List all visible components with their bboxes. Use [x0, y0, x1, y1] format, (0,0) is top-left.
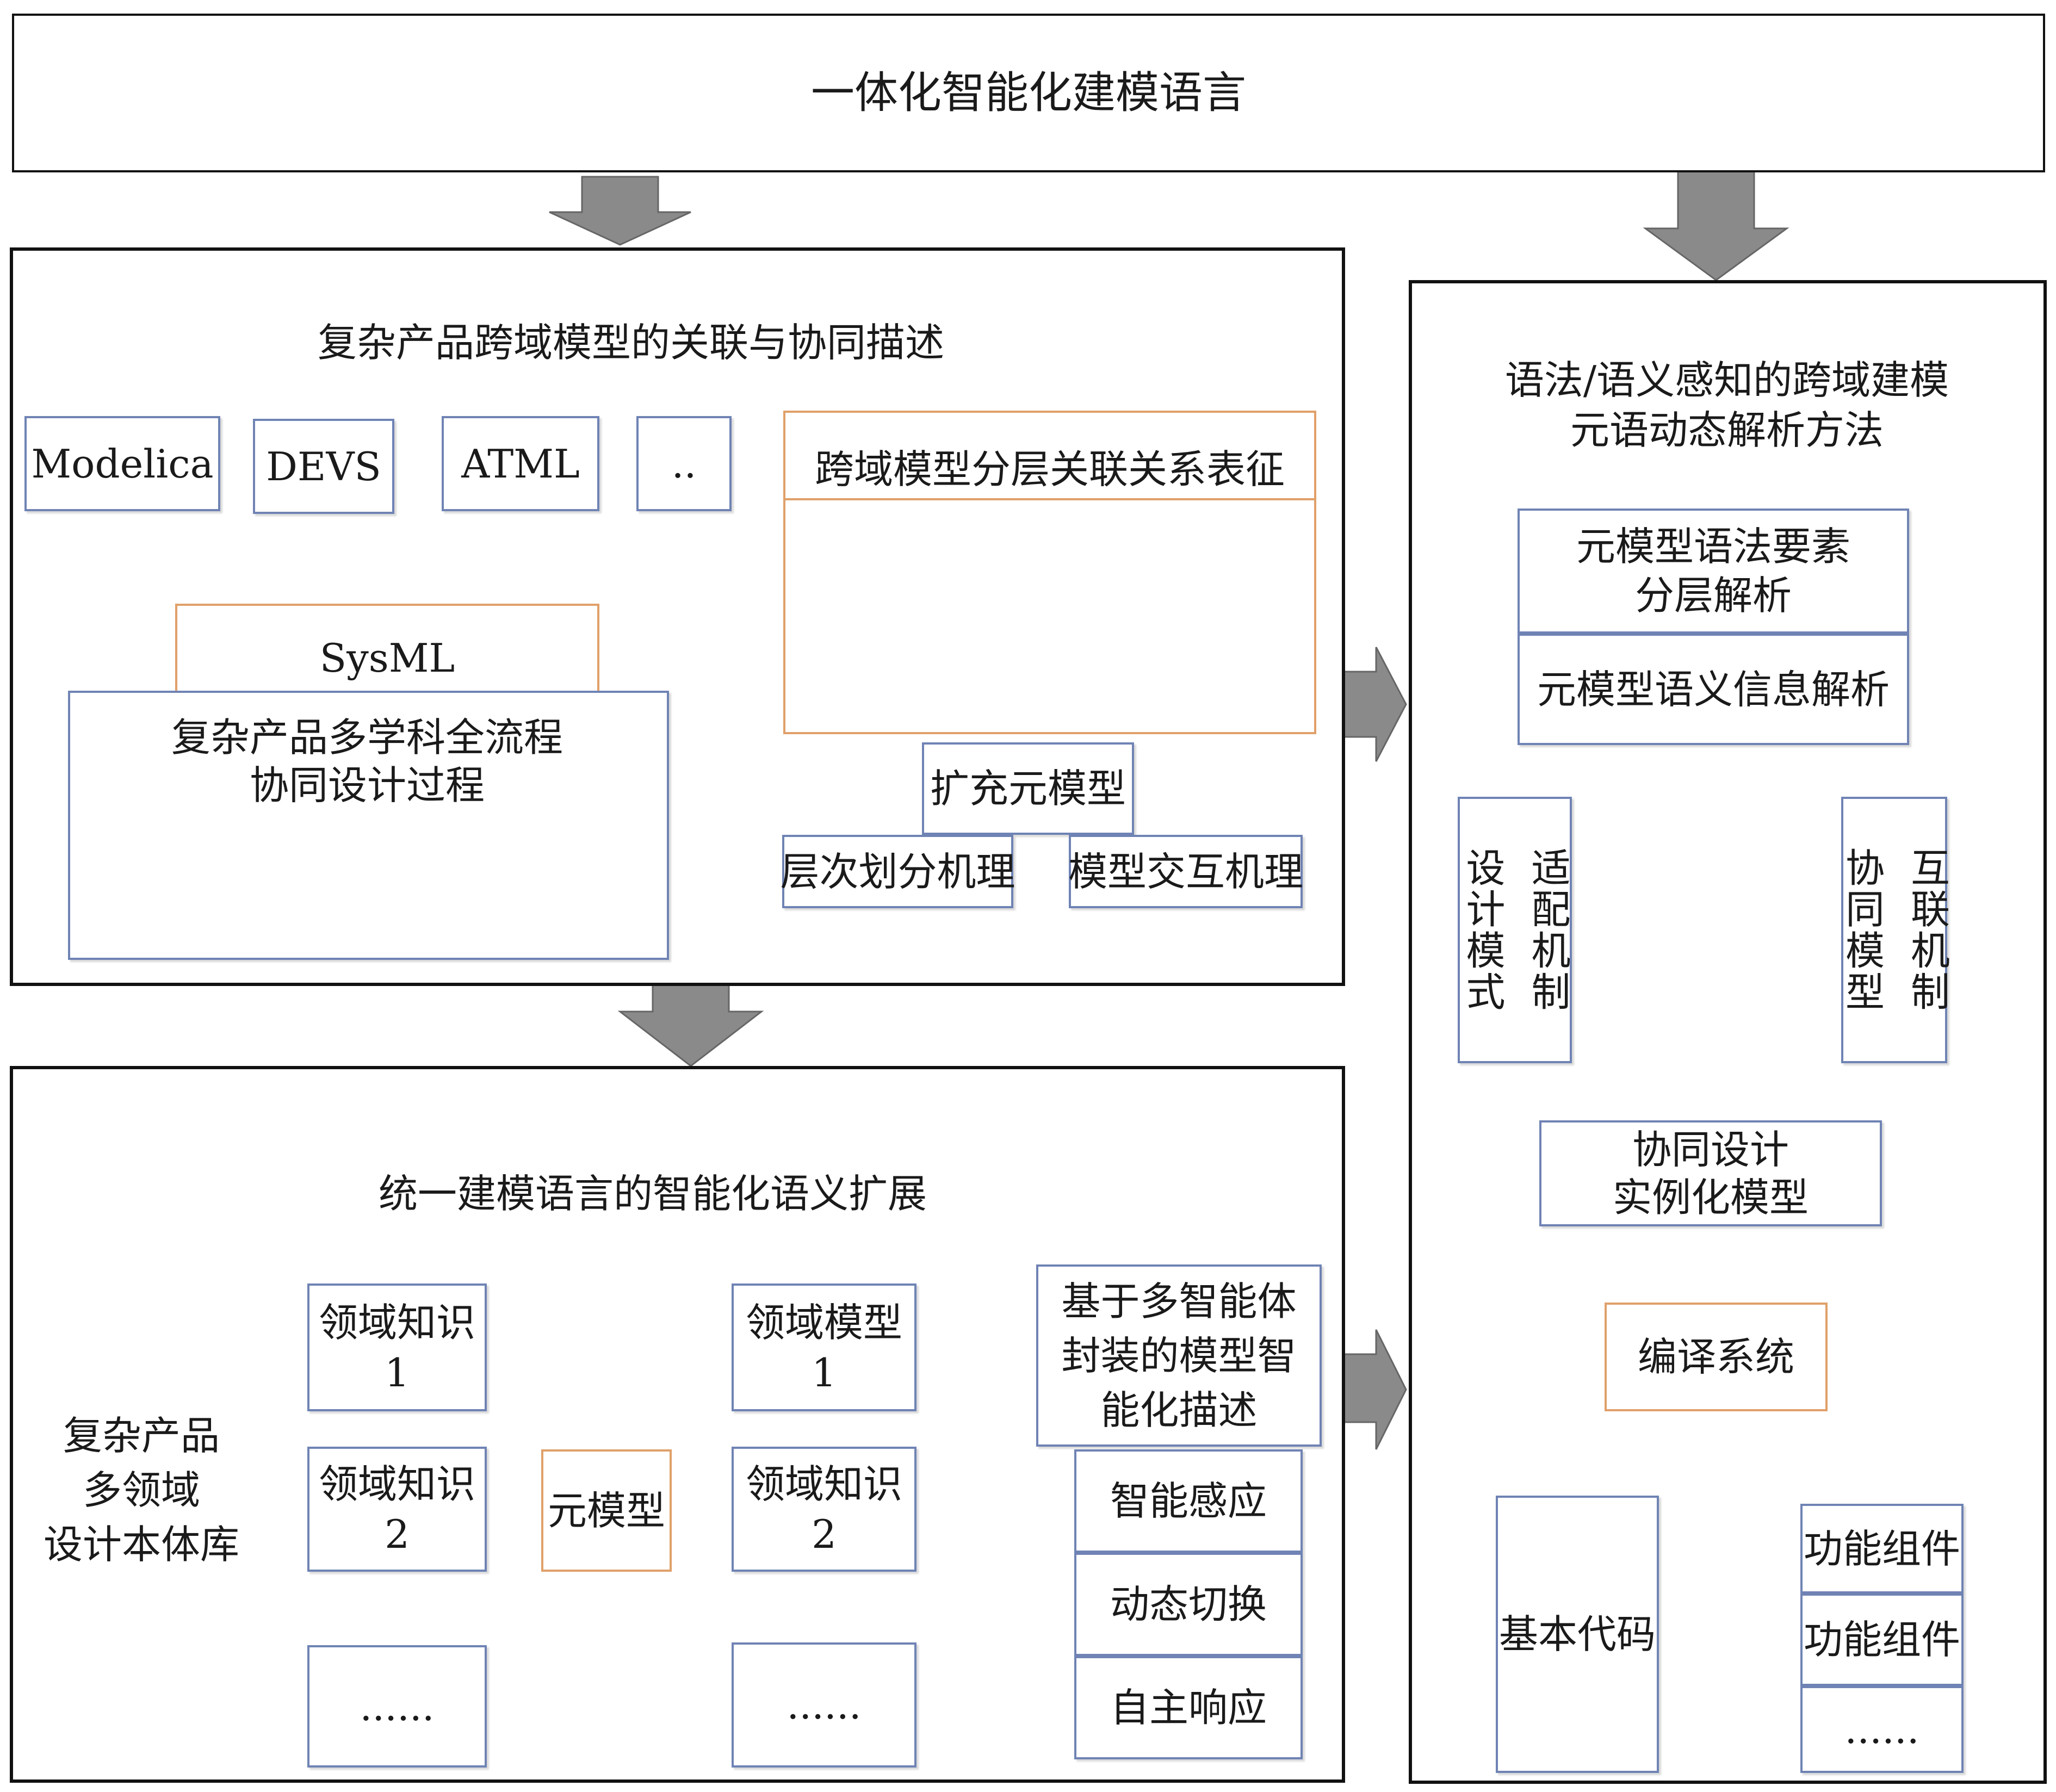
sysml-label: SysML — [319, 635, 455, 681]
panel-bottom-left-title: 统一建模语言的智能化语义扩展 — [378, 1171, 927, 1217]
component-2: 功能组件 — [1800, 1593, 1964, 1686]
panel-top-left-title: 复杂产品跨域模型的关联与协同描述 — [317, 320, 944, 365]
grey-arrow-middle-down — [617, 983, 764, 1067]
hierarchy-box — [783, 411, 1316, 734]
language-devs: DEVS — [253, 419, 394, 514]
adapt-mechanism-box: 适配机制 设计模式 — [1458, 797, 1572, 1063]
top-title-box: 一体化智能化建模语言 — [12, 14, 2045, 172]
component-more: ...... — [1800, 1686, 1964, 1773]
language-more: .. — [636, 416, 732, 511]
panel-right-title: 语法/语义感知的跨域建模 元语动态解析方法 — [1504, 357, 1949, 453]
interconnect-mechanism-box: 互联机制 协同模型 — [1839, 797, 1950, 1063]
process-box — [68, 691, 669, 960]
model-item-more: ...... — [732, 1642, 916, 1768]
compiler-box: 编译系统 — [1605, 1303, 1828, 1411]
interconnect-label: 互联机制 — [1904, 847, 1950, 1013]
component-1: 功能组件 — [1800, 1504, 1964, 1593]
agent-title-box: 基于多智能体 封装的模型智 能化描述 — [1036, 1264, 1322, 1447]
grey-arrow-right-upper — [1342, 647, 1407, 762]
semantic-parse-box: 元模型语义信息解析 — [1518, 634, 1909, 745]
process-title: 复杂产品多学科全流程 协同设计过程 — [171, 715, 563, 808]
collab-instance-box: 协同设计 实例化模型 — [1539, 1120, 1882, 1226]
metamodel-box: 元模型 — [541, 1449, 672, 1572]
model-item-2: 领域知识2 — [732, 1447, 916, 1572]
knowledge-item-2: 领域知识2 — [307, 1447, 487, 1572]
basic-code-box: 基本代码 — [1496, 1496, 1659, 1773]
grey-arrow-top-left — [549, 176, 691, 246]
ontology-db-label: 复杂产品 多领域 设计本体库 — [44, 1413, 240, 1567]
language-modelica: Modelica — [24, 416, 220, 511]
mechanism-interaction: 模型交互机理 — [1068, 835, 1303, 908]
model-item-1: 领域模型1 — [732, 1283, 916, 1411]
language-atml: ATML — [442, 416, 599, 511]
agent-item-sensing: 智能感应 — [1074, 1449, 1303, 1553]
knowledge-item-1: 领域知识1 — [307, 1283, 487, 1411]
top-title: 一体化智能化建模语言 — [811, 67, 1246, 118]
hierarchy-title: 跨域模型分层关联关系表征 — [783, 441, 1316, 500]
design-pattern-label: 设计模式 — [1459, 847, 1505, 1013]
sysml-box: SysML — [175, 604, 599, 699]
syntax-parse-box: 元模型语法要素 分层解析 — [1518, 509, 1909, 634]
adapt-label: 适配机制 — [1525, 847, 1570, 1013]
agent-item-switching: 动态切换 — [1074, 1553, 1303, 1656]
grey-arrow-top-right — [1643, 168, 1789, 281]
knowledge-item-more: ...... — [307, 1645, 487, 1768]
grey-arrow-right-lower — [1342, 1329, 1407, 1450]
extend-metamodel-box: 扩充元模型 — [922, 742, 1134, 835]
collab-model-label: 协同模型 — [1838, 847, 1885, 1013]
mechanism-hierarchy: 层次划分机理 — [781, 835, 1015, 908]
agent-item-response: 自主响应 — [1074, 1656, 1303, 1759]
